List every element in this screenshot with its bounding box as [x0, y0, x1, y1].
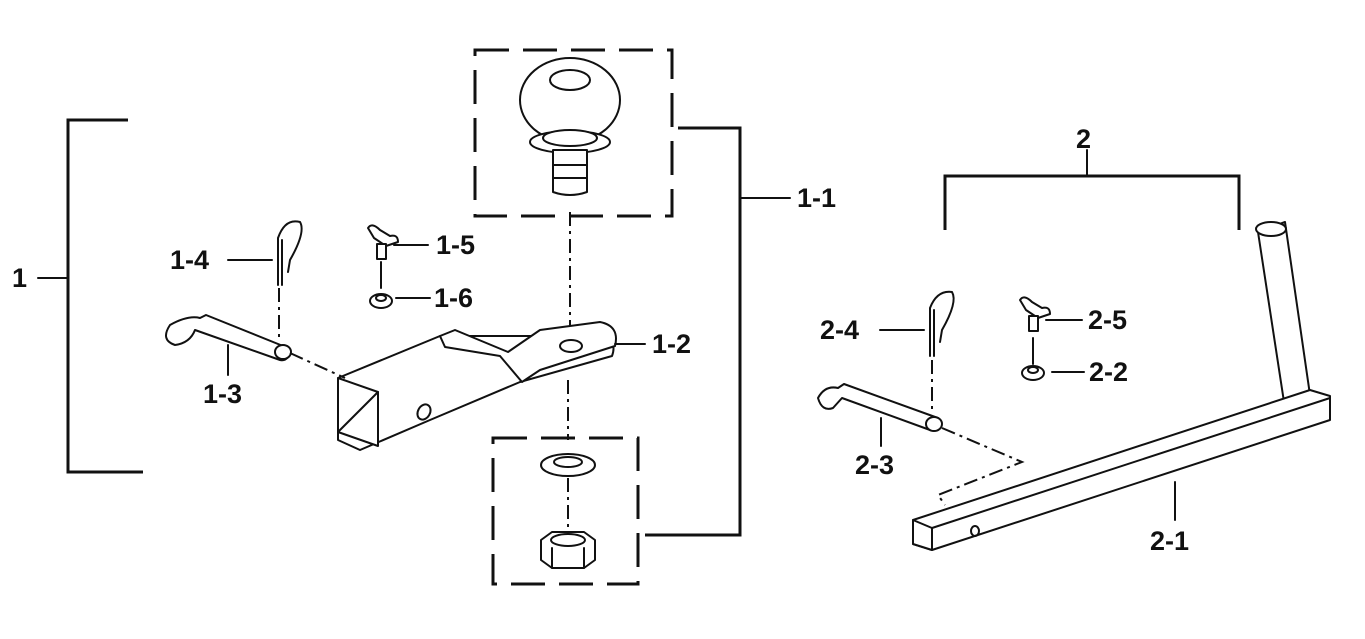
wing-bolt-1-5-icon	[367, 224, 399, 260]
nut-2-2-icon	[1021, 365, 1045, 381]
callout-1-1: 1-1	[797, 183, 837, 213]
hairpin-clip-1-4-icon	[277, 220, 303, 286]
hairpin-clip-2-4-icon	[929, 290, 955, 357]
callout-2-3: 2-3	[855, 450, 895, 480]
ball-mount-drawbar-icon	[337, 321, 617, 451]
tongue-extension-tube-icon	[912, 221, 1331, 551]
hitch-pin-2-3-icon	[817, 383, 943, 432]
callout-1-4: 1-4	[170, 245, 210, 275]
washer-nut-group-box	[491, 436, 640, 586]
callout-2-4: 2-4	[820, 315, 860, 345]
lock-washer-icon	[540, 453, 596, 477]
part-1-1-bracket	[645, 126, 791, 537]
callout-1-3: 1-3	[203, 379, 243, 409]
callout-1-2: 1-2	[652, 329, 692, 359]
hex-nut-icon	[540, 531, 596, 569]
callout-2-2: 2-2	[1089, 357, 1129, 387]
assembly-1-bracket	[37, 118, 143, 474]
hitch-ball-group-box	[473, 48, 674, 218]
hitch-ball-icon	[519, 57, 621, 196]
callout-assembly-2: 2	[1076, 124, 1092, 154]
nut-1-6-icon	[369, 293, 393, 309]
callout-assembly-1: 1	[12, 263, 28, 293]
callout-1-5: 1-5	[436, 230, 476, 260]
hitch-pin-1-3-icon	[165, 314, 292, 362]
wing-bolt-2-5-icon	[1019, 296, 1051, 332]
assembly-2-bracket	[943, 149, 1241, 230]
callout-1-6: 1-6	[434, 283, 474, 313]
callout-2-1: 2-1	[1150, 526, 1190, 556]
callout-2-5: 2-5	[1088, 305, 1128, 335]
